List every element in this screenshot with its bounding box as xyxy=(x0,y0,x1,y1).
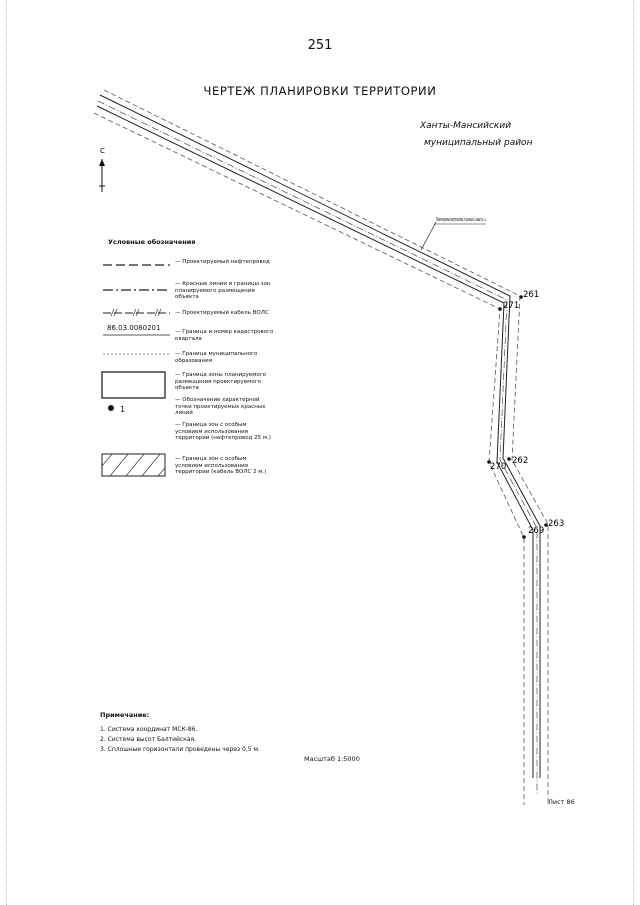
point-261-label: 261 xyxy=(523,290,539,300)
district-type: муниципальный район xyxy=(424,138,533,148)
legend-text-red-lines: — Красные линии и границы зон планируемо… xyxy=(175,281,271,300)
red-line-inner xyxy=(96,105,534,778)
legend-symbol-zone-rect xyxy=(101,371,166,399)
district-name: Ханты-Мансийский xyxy=(420,121,512,131)
characteristic-points xyxy=(487,295,548,539)
point-270-marker xyxy=(487,460,491,464)
legend-text-quarter: — Граница и номер кадастрового квартала xyxy=(175,329,274,342)
point-262-label: 262 xyxy=(512,456,528,466)
scale-label: Масштаб 1:5000 xyxy=(304,755,360,763)
legend-quarter-sample: 86.03.0080201 xyxy=(107,324,161,332)
legend-text-point: — Обозначение характерной точки проектир… xyxy=(175,397,266,416)
protection-zone-lines xyxy=(93,89,549,805)
point-261-marker xyxy=(519,295,523,299)
corridor-red-lines xyxy=(96,94,541,778)
pipeline-axis xyxy=(97,100,538,795)
point-263-marker xyxy=(544,523,548,527)
point-269-marker xyxy=(522,535,526,539)
note-item: 1. Система координат МСК-86. xyxy=(100,726,198,733)
scan-edge-right xyxy=(633,0,634,905)
point-271-marker xyxy=(498,307,502,311)
point-271-label: 271 xyxy=(503,301,519,311)
point-270-label: 270 xyxy=(490,462,506,472)
pipeline-callout: Проектируемый нефтепровод в границах 2 к… xyxy=(436,216,486,223)
legend-symbols xyxy=(101,264,170,477)
point-269-label: 269 xyxy=(528,526,544,536)
note-item: 2. Система высот Балтийская. xyxy=(100,736,196,743)
legend-dot-icon xyxy=(108,405,114,411)
sheet-label: Лист 86 xyxy=(548,798,575,806)
legend-text-municipal: — Граница муниципального образования xyxy=(175,351,258,364)
legend-symbol-cable-ticks xyxy=(110,308,162,317)
point-262-marker xyxy=(507,457,511,461)
zone-line-right xyxy=(103,89,549,805)
legend-text-zone: — Граница зоны планируемого размещения п… xyxy=(175,372,267,391)
legend-text-cable: — Проектируемый кабель ВОЛС xyxy=(175,310,269,316)
notes-heading: Примечание: xyxy=(100,711,150,719)
legend-heading: Условные обозначения xyxy=(108,238,196,246)
legend-text-zone-cable: — Граница зон с особым условием использо… xyxy=(175,456,267,475)
red-line-outer xyxy=(99,94,541,778)
page-number: 251 xyxy=(307,38,333,53)
note-item: 3. Сплошные горизонтали проведены через … xyxy=(100,746,260,753)
scan-edge-left xyxy=(6,0,7,905)
legend-text-zone-pipeline: — Граница зон с особым условием использо… xyxy=(175,422,271,441)
point-263-label: 263 xyxy=(548,519,564,529)
north-arrow-icon: С xyxy=(99,147,105,192)
callout-leader xyxy=(420,221,437,251)
legend-symbol-hatched-rect xyxy=(101,453,166,477)
north-arrow-label: С xyxy=(100,147,105,155)
legend-dot-number: 1 xyxy=(120,405,126,414)
legend-hatch-lines xyxy=(101,453,166,477)
sheet-title: ЧЕРТЕЖ ПЛАНИРОВКИ ТЕРРИТОРИИ xyxy=(203,84,437,98)
legend-text-pipeline: — Проектируемый нефтепровод xyxy=(175,259,270,265)
